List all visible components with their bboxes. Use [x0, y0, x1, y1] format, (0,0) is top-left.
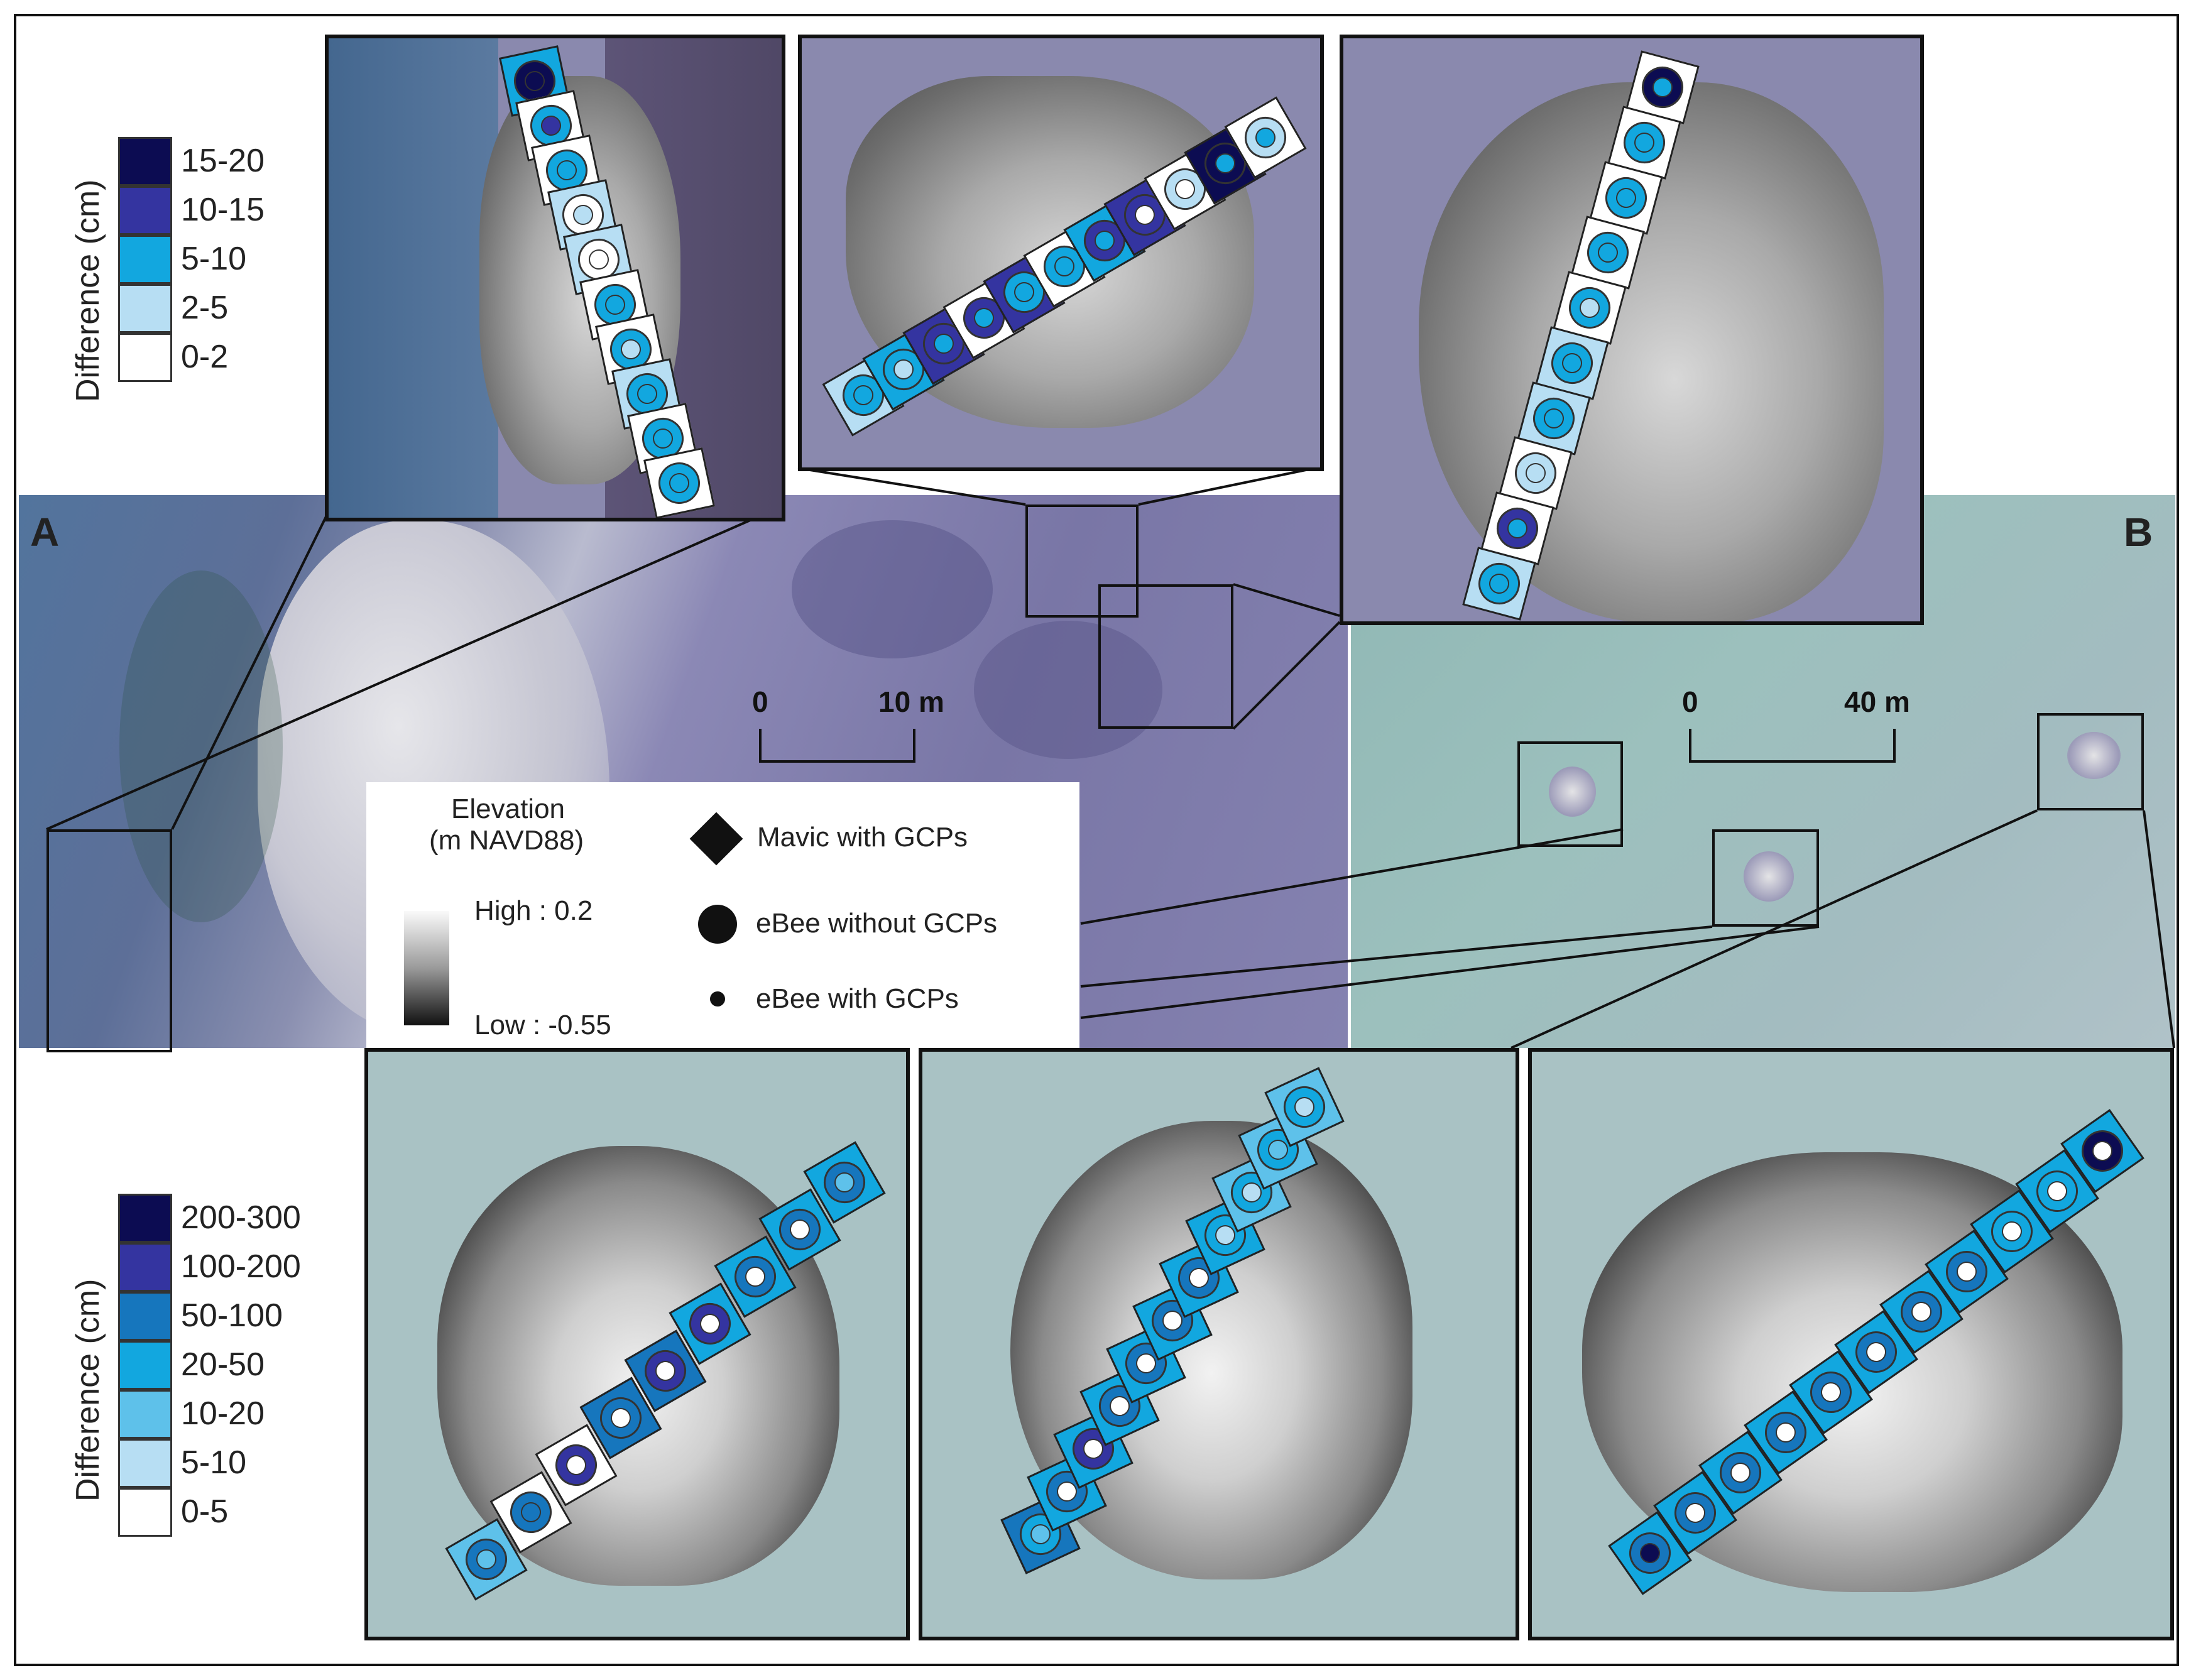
legend-swatch	[118, 137, 172, 186]
legend-ebee-with-label: eBee with GCPs	[756, 983, 959, 1014]
locator-box-b3	[2037, 713, 2144, 810]
figure-frame	[14, 14, 2179, 1666]
mavic-marker	[643, 447, 715, 518]
locator-box-a3	[1098, 584, 1233, 729]
inset-bottom-middle	[919, 1048, 1519, 1640]
legend-label: 5-10	[181, 241, 247, 277]
scale-bar-a	[759, 729, 915, 763]
scale-a-end: 10 m	[878, 685, 944, 718]
legend-bottom-title: Difference (cm)	[70, 1279, 106, 1502]
legend-swatch	[118, 1488, 172, 1537]
locator-box-a2	[1025, 505, 1139, 618]
legend-swatch	[118, 284, 172, 333]
water-area	[329, 38, 498, 518]
locator-box-b1	[1517, 741, 1623, 847]
legend-mavic-label: Mavic with GCPs	[757, 822, 968, 853]
legend-label: 10-15	[181, 192, 265, 228]
legend-top-title: Difference (cm)	[70, 179, 106, 402]
legend-label: 0-2	[181, 339, 229, 375]
elevation-title-line2: (m NAVD88)	[429, 825, 584, 856]
inset-top-right	[1340, 35, 1924, 625]
vegetation-patch	[119, 570, 283, 922]
legend-swatch	[118, 235, 172, 284]
scale-b-start: 0	[1682, 685, 1698, 718]
legend-swatch	[118, 186, 172, 235]
legend-swatch	[118, 1292, 172, 1341]
mavic-diamond-icon	[689, 812, 743, 866]
scale-b-end: 40 m	[1844, 685, 1910, 718]
legend-label: 200-300	[181, 1199, 301, 1236]
legend-label: 10-20	[181, 1395, 265, 1432]
elevation-high: High : 0.2	[474, 895, 593, 926]
legend-swatch	[118, 1390, 172, 1439]
panel-label-a: A	[30, 510, 60, 555]
ebee-with-dot-icon	[710, 991, 725, 1006]
elevation-title-line1: Elevation	[451, 794, 565, 824]
legend-label: 5-10	[181, 1444, 247, 1481]
symbol-elevation-legend: Elevation (m NAVD88) High : 0.2 Low : -0…	[366, 782, 1079, 1049]
oyster-reef-patch	[974, 621, 1162, 759]
panel-label-b: B	[2124, 510, 2153, 555]
legend-swatch	[118, 1439, 172, 1488]
locator-box-a1	[46, 829, 172, 1052]
legend-swatch	[118, 333, 172, 382]
legend-label: 100-200	[181, 1248, 301, 1285]
legend-label: 15-20	[181, 143, 265, 179]
inset-bottom-right	[1528, 1048, 2174, 1640]
inset-top-left	[325, 35, 785, 521]
ebee-without-circle-icon	[698, 905, 737, 944]
scale-bar-b	[1689, 729, 1896, 763]
legend-ebee-without-label: eBee without GCPs	[756, 908, 997, 939]
sand-mound	[1744, 851, 1794, 902]
oyster-reef-patch	[792, 520, 993, 658]
inset-top-middle	[798, 35, 1324, 471]
elevation-low: Low : -0.55	[474, 1010, 611, 1040]
sand-mound	[1549, 766, 1596, 817]
legend-swatch	[118, 1194, 172, 1243]
legend-swatch	[118, 1243, 172, 1292]
legend-label: 0-5	[181, 1493, 229, 1530]
legend-label: 20-50	[181, 1346, 265, 1383]
legend-label: 2-5	[181, 290, 229, 326]
scale-a-start: 0	[752, 685, 768, 718]
legend-label: 50-100	[181, 1297, 283, 1334]
legend-swatch	[118, 1341, 172, 1390]
sand-mound	[2067, 732, 2121, 779]
elevation-ramp	[404, 911, 449, 1025]
inset-bottom-left	[364, 1048, 910, 1640]
locator-box-b2	[1712, 829, 1819, 927]
